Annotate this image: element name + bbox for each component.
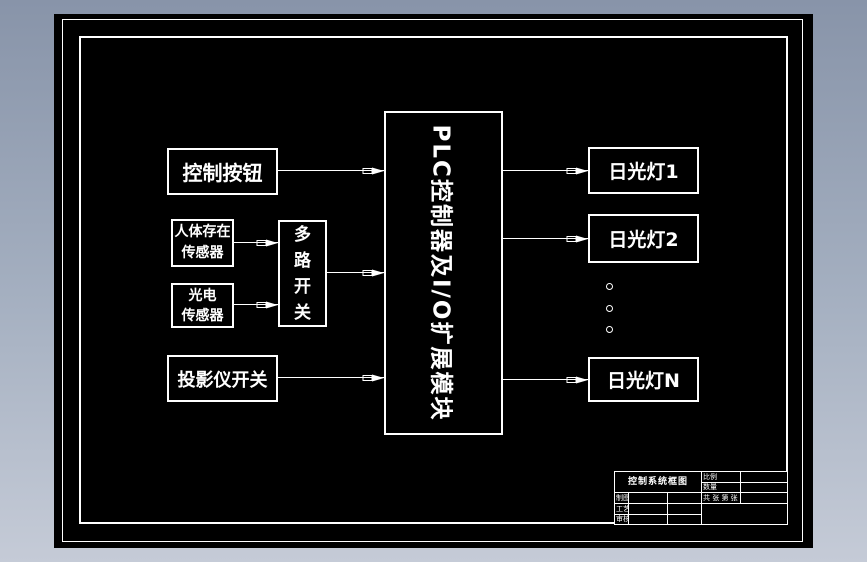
wire-plc-to-lamp2 xyxy=(503,238,588,239)
sheet-inner-border xyxy=(79,36,788,524)
ellipsis-circle xyxy=(606,305,613,312)
arrowhead-icon xyxy=(256,239,278,247)
wire-plc-to-lamp1 xyxy=(503,170,588,171)
block-projector-switch: 投影仪开关 xyxy=(167,355,278,402)
arrowhead-icon xyxy=(256,301,278,309)
title-block-empty-cell xyxy=(628,514,668,525)
wire-controlbutton-to-plc xyxy=(278,170,384,171)
block-photoelectric-sensor-label: 光电 传感器 xyxy=(181,287,224,324)
block-lamp-n-label: 日光灯N xyxy=(607,370,680,392)
wire-projectorswitch-to-plc xyxy=(278,377,384,378)
arrowhead-icon xyxy=(362,167,384,175)
block-control-button-label: 控制按钮 xyxy=(182,161,263,185)
block-photoelectric-sensor: 光电 传感器 xyxy=(171,283,234,328)
arrowhead-icon xyxy=(362,269,384,277)
block-multiplex-switch: 多 路 开 关 xyxy=(278,220,327,327)
arrowhead-icon xyxy=(566,235,588,243)
title-block-empty-cell xyxy=(701,503,788,525)
block-projector-switch-label: 投影仪开关 xyxy=(177,369,268,391)
title-block-drawing-title: 控制系统框图 xyxy=(614,471,702,493)
sheet-outer-border xyxy=(62,19,803,542)
wire-photosensor-to-switch xyxy=(234,304,278,305)
block-lamp-2-label: 日光灯2 xyxy=(608,229,679,251)
arrowhead-icon xyxy=(362,374,384,382)
block-lamp-1: 日光灯1 xyxy=(588,147,699,194)
block-lamp-n: 日光灯N xyxy=(588,357,699,402)
block-multiplex-switch-label: 多 路 开 关 xyxy=(294,224,311,323)
block-plc-controller-label: PLC控制器及I/O扩展模块 xyxy=(427,124,454,422)
block-human-presence-sensor-label: 人体存在 传感器 xyxy=(174,224,231,261)
block-lamp-2: 日光灯2 xyxy=(588,214,699,263)
title-block: 控制系统框图 制图 工艺 审核 比例 数量 共 张 第 张 xyxy=(614,471,788,525)
block-plc-controller: PLC控制器及I/O扩展模块 xyxy=(384,111,503,435)
arrowhead-icon xyxy=(566,167,588,175)
wire-switch-to-plc xyxy=(327,272,384,273)
ellipsis-circle xyxy=(606,283,613,290)
wire-plc-to-lampn xyxy=(503,379,588,380)
block-lamp-1-label: 日光灯1 xyxy=(608,161,679,183)
wire-humansensor-to-switch xyxy=(234,242,278,243)
block-control-button: 控制按钮 xyxy=(167,148,278,195)
title-block-empty-cell xyxy=(667,514,702,525)
arrowhead-icon xyxy=(566,376,588,384)
block-human-presence-sensor: 人体存在 传感器 xyxy=(171,219,234,267)
ellipsis-circle xyxy=(606,326,613,333)
title-block-row-label: 审核 xyxy=(614,514,629,525)
